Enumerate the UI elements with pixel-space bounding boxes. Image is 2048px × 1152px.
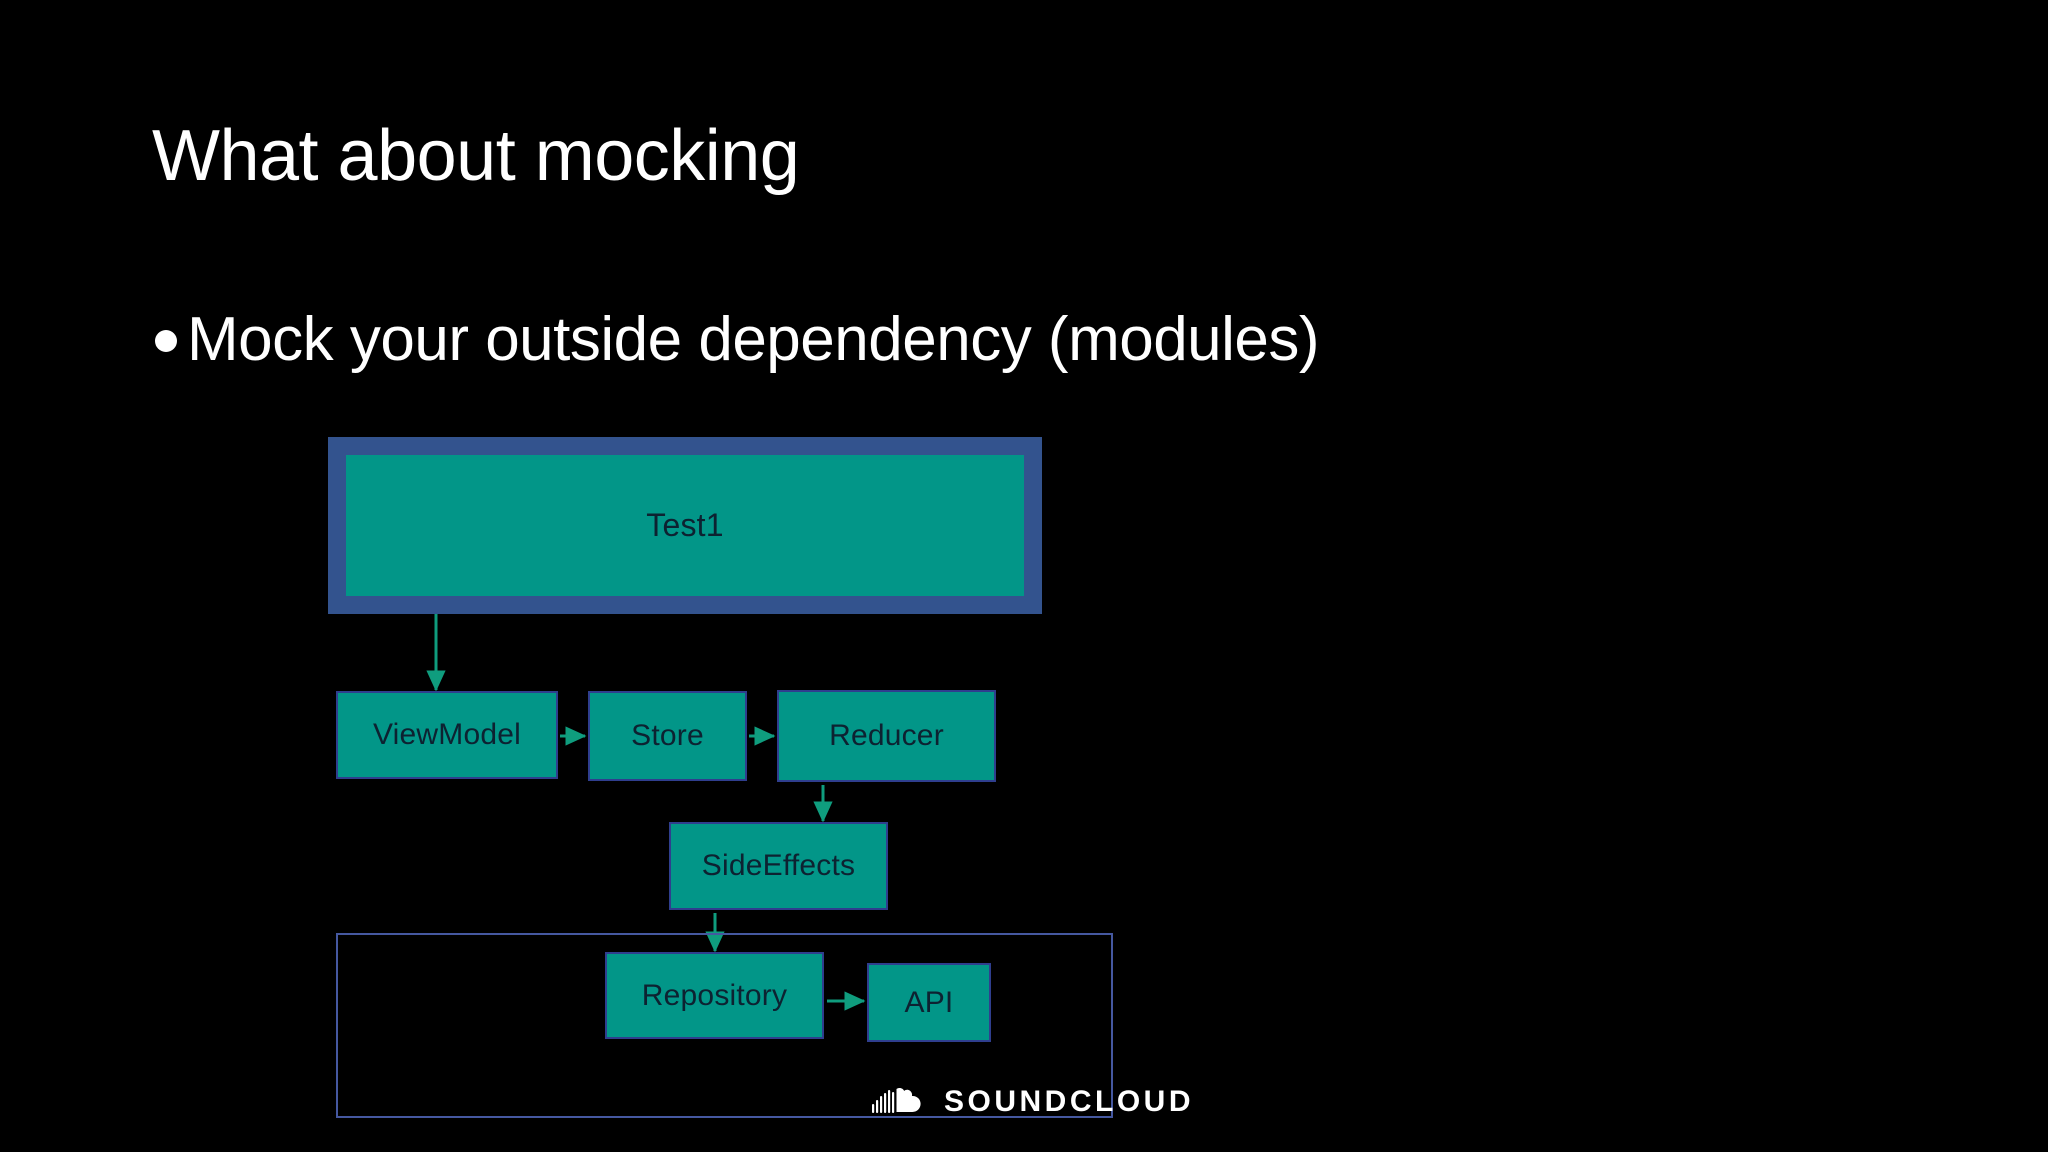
diagram-node-label: Store	[631, 719, 704, 752]
soundcloud-wordmark: SOUNDCLOUD	[944, 1085, 1194, 1118]
diagram-node-label: API	[904, 985, 954, 1019]
diagram-node-repository[interactable]: Repository	[605, 952, 824, 1039]
diagram-node-test1[interactable]: Test1	[328, 437, 1042, 614]
diagram-node-reducer[interactable]: Reducer	[777, 690, 996, 782]
page-title: What about mocking	[152, 116, 800, 196]
diagram-node-sideeffects[interactable]: SideEffects	[669, 822, 888, 910]
module-boundary-group	[336, 933, 1113, 1118]
soundcloud-watermark: SOUNDCLOUD	[872, 1087, 1194, 1117]
diagram-node-label: ViewModel	[373, 718, 521, 751]
soundcloud-logo-icon	[872, 1088, 921, 1113]
diagram-node-label: Reducer	[829, 719, 944, 752]
diagram-node-api[interactable]: API	[867, 963, 991, 1042]
diagram-node-label: Test1	[646, 507, 724, 543]
diagram-node-store[interactable]: Store	[588, 691, 747, 781]
bullet-item-label: Mock your outside dependency (modules)	[187, 305, 1320, 374]
bullet-item: Mock your outside dependency (modules)	[155, 302, 1320, 378]
diagram-node-label: SideEffects	[701, 849, 856, 882]
bullet-dot-icon	[155, 330, 177, 352]
diagram-node-label: Repository	[641, 978, 788, 1012]
diagram-node-viewmodel[interactable]: ViewModel	[336, 691, 558, 779]
